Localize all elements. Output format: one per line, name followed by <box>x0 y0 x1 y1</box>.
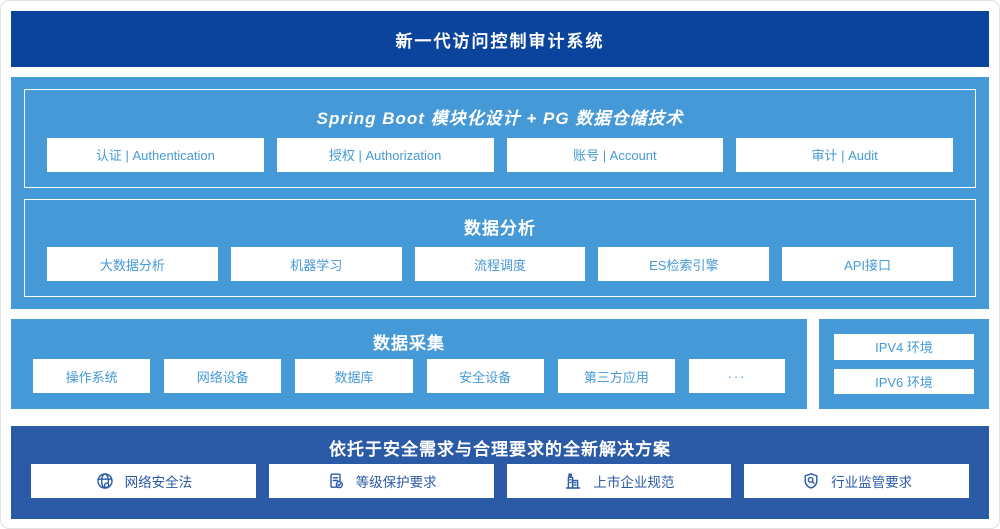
analysis-machine-learning: 机器学习 <box>230 247 402 281</box>
data-analysis-title: 数据分析 <box>464 218 536 238</box>
analysis-row: 大数据分析 机器学习 流程调度 ES检索引擎 API接口 <box>47 247 953 281</box>
main-title-banner: 新一代访问控制审计系统 <box>11 11 989 67</box>
page-title: 新一代访问控制审计系统 <box>395 31 605 51</box>
solution-label: 行业监管要求 <box>831 475 913 490</box>
analysis-es-search: ES检索引擎 <box>598 247 770 281</box>
module-authentication: 认证 | Authentication <box>47 137 264 172</box>
building-icon <box>563 471 583 491</box>
collection-security-device: 安全设备 <box>426 359 544 393</box>
data-analysis-panel: 数据分析 大数据分析 机器学习 流程调度 ES检索引擎 API接口 <box>24 198 976 297</box>
module-audit: 审计 | Audit <box>736 137 953 172</box>
collection-row: 操作系统 网络设备 数据库 安全设备 第三方应用 ··· <box>33 359 786 393</box>
solution-label: 等级保护要求 <box>355 475 437 490</box>
analysis-workflow: 流程调度 <box>414 247 586 281</box>
module-row: 认证 | Authentication 授权 | Authorization 账… <box>47 137 953 172</box>
spring-boot-panel-title: Spring Boot 模块化设计 + PG 数据仓储技术 <box>316 109 684 129</box>
analysis-bigdata: 大数据分析 <box>47 247 218 281</box>
spring-boot-panel: Spring Boot 模块化设计 + PG 数据仓储技术 认证 | Authe… <box>24 89 976 188</box>
solution-layer: 依托于安全需求与合理要求的全新解决方案 网络安全法 <box>11 426 989 519</box>
network-env-panel: IPV4 环境 IPV6 环境 <box>819 319 989 409</box>
collection-network-device: 网络设备 <box>164 359 282 393</box>
collection-os: 操作系统 <box>33 359 151 393</box>
solution-label: 网络安全法 <box>124 475 193 490</box>
collection-database: 数据库 <box>295 359 413 393</box>
data-collection-panel: 数据采集 操作系统 网络设备 数据库 安全设备 第三方应用 ··· <box>11 319 807 409</box>
solution-cybersecurity-law: 网络安全法 <box>31 464 256 498</box>
solution-label: 上市企业规范 <box>593 475 675 490</box>
collection-more: ··· <box>688 359 786 393</box>
solution-title: 依托于安全需求与合理要求的全新解决方案 <box>329 439 671 459</box>
data-collection-title: 数据采集 <box>373 334 445 353</box>
collection-layer: 数据采集 操作系统 网络设备 数据库 安全设备 第三方应用 ··· IPV4 环… <box>11 319 989 409</box>
solution-listed-company: 上市企业规范 <box>506 464 732 498</box>
solution-classified-protection: 等级保护要求 <box>268 464 494 498</box>
shield-search-icon <box>801 471 821 491</box>
ipv4-env: IPV4 环境 <box>834 334 974 360</box>
solution-industry-regulation: 行业监管要求 <box>744 464 969 498</box>
platform-layer: Spring Boot 模块化设计 + PG 数据仓储技术 认证 | Authe… <box>11 77 989 309</box>
ipv6-env: IPV6 环境 <box>834 368 974 394</box>
document-check-icon <box>326 471 346 491</box>
collection-thirdparty-app: 第三方应用 <box>557 359 675 393</box>
solution-row: 网络安全法 等级保护要求 <box>31 464 969 498</box>
module-account: 账号 | Account <box>506 137 724 172</box>
analysis-api: API接口 <box>782 247 953 281</box>
module-authorization: 授权 | Authorization <box>276 137 494 172</box>
globe-icon <box>95 471 115 491</box>
